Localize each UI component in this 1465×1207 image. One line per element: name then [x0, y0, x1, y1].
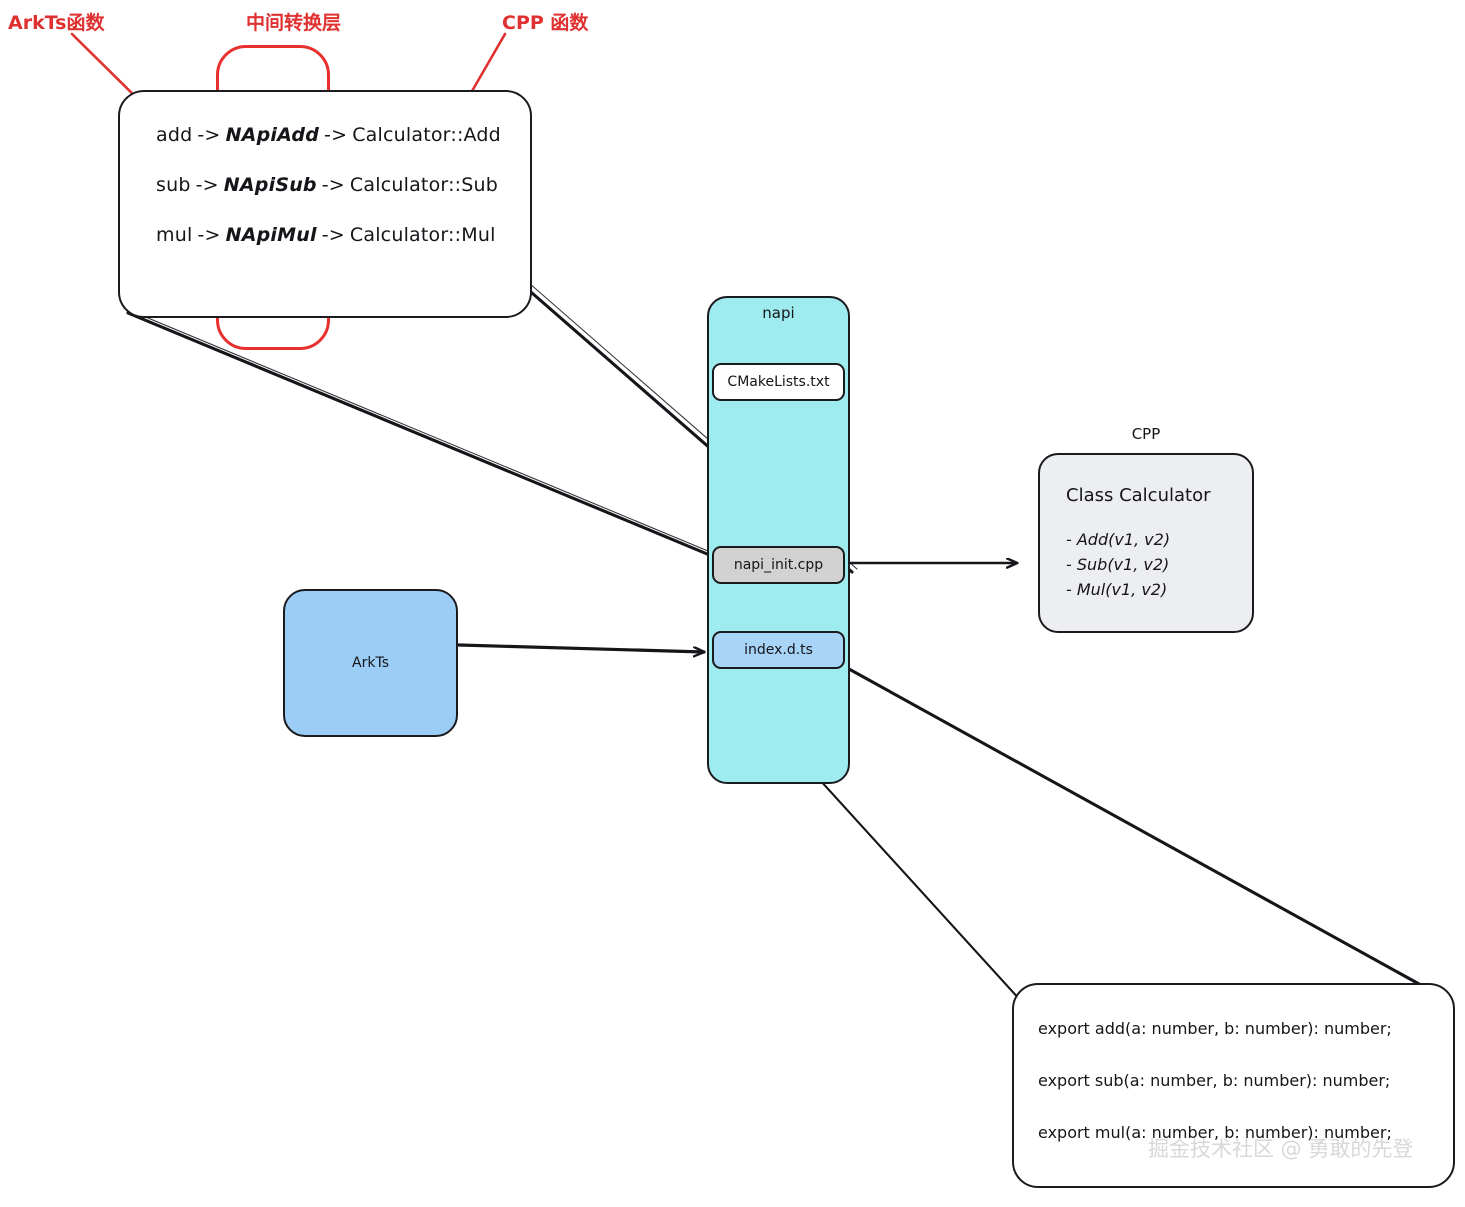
mapping-napi-name: NApiSub — [223, 174, 317, 196]
mapping-arrow-2: -> — [324, 124, 348, 146]
mapping-arrow-1: -> — [197, 124, 221, 146]
napi-module-title: napi — [762, 304, 795, 322]
mapping-napi-name: NApiAdd — [225, 124, 320, 146]
watermark-text: 掘金技术社区 @ 勇敢的先登 — [1148, 1137, 1414, 1161]
cpp-class-node: Class Calculator - Add(v1, v2) - Sub(v1,… — [1038, 453, 1254, 633]
wire-index-dts-to-exports-right — [847, 667, 1450, 1002]
annotation-label-middle-layer: 中间转换层 — [246, 12, 342, 34]
arkts-node[interactable]: ArkTs — [283, 589, 458, 737]
mapping-row: sub->NApiSub->Calculator::Sub — [156, 176, 530, 195]
export-line-add: export add(a: number, b: number): number… — [1038, 1019, 1392, 1038]
exports-declaration-node: export add(a: number, b: number): number… — [1012, 983, 1455, 1188]
mapping-arkts-name: sub — [156, 174, 191, 196]
mapping-arkts-name: mul — [156, 224, 193, 246]
cpp-method-add: - Add(v1, v2) — [1066, 530, 1171, 549]
annotation-label-arkts: ArkTs函数 — [8, 12, 105, 34]
file-node-napi-init[interactable]: napi_init.cpp — [712, 546, 845, 584]
mapping-arrow-2: -> — [321, 174, 345, 196]
mapping-arrow-1: -> — [197, 224, 221, 246]
mapping-arrow-2: -> — [321, 224, 345, 246]
wire-mapping-to-napi-init-shadow — [123, 307, 709, 552]
mapping-cpp-name: Calculator::Sub — [349, 174, 499, 196]
cpp-group-title: CPP — [1131, 425, 1161, 443]
cpp-method-sub: - Sub(v1, v2) — [1066, 554, 1170, 574]
mapping-cpp-name: Calculator::Add — [352, 124, 501, 146]
mapping-row: mul->NApiMul->Calculator::Mul — [156, 226, 530, 245]
cpp-class-label: Class Calculator — [1066, 485, 1211, 506]
mapping-row: add->NApiAdd->Calculator::Add — [156, 126, 530, 145]
function-mapping-box: add->NApiAdd->Calculator::Add sub->NApiS… — [118, 90, 532, 318]
mapping-arrow-1: -> — [195, 174, 219, 196]
export-line-sub: export sub(a: number, b: number): number… — [1038, 1071, 1391, 1090]
mapping-cpp-name: Calculator::Mul — [349, 224, 496, 246]
file-node-index-dts[interactable]: index.d.ts — [712, 631, 845, 669]
file-node-cmakelists[interactable]: CMakeLists.txt — [712, 363, 845, 401]
export-line-mul: export mul(a: number, b: number): number… — [1038, 1123, 1392, 1142]
wire-arkts-to-index-dts — [457, 643, 706, 652]
wire-mapping-to-napi-init — [126, 311, 714, 558]
mapping-napi-name: NApiMul — [225, 224, 317, 246]
mapping-arkts-name: add — [156, 124, 193, 146]
cpp-method-mul: - Mul(v1, v2) — [1066, 579, 1168, 599]
annotation-label-cpp: CPP 函数 — [502, 12, 589, 34]
